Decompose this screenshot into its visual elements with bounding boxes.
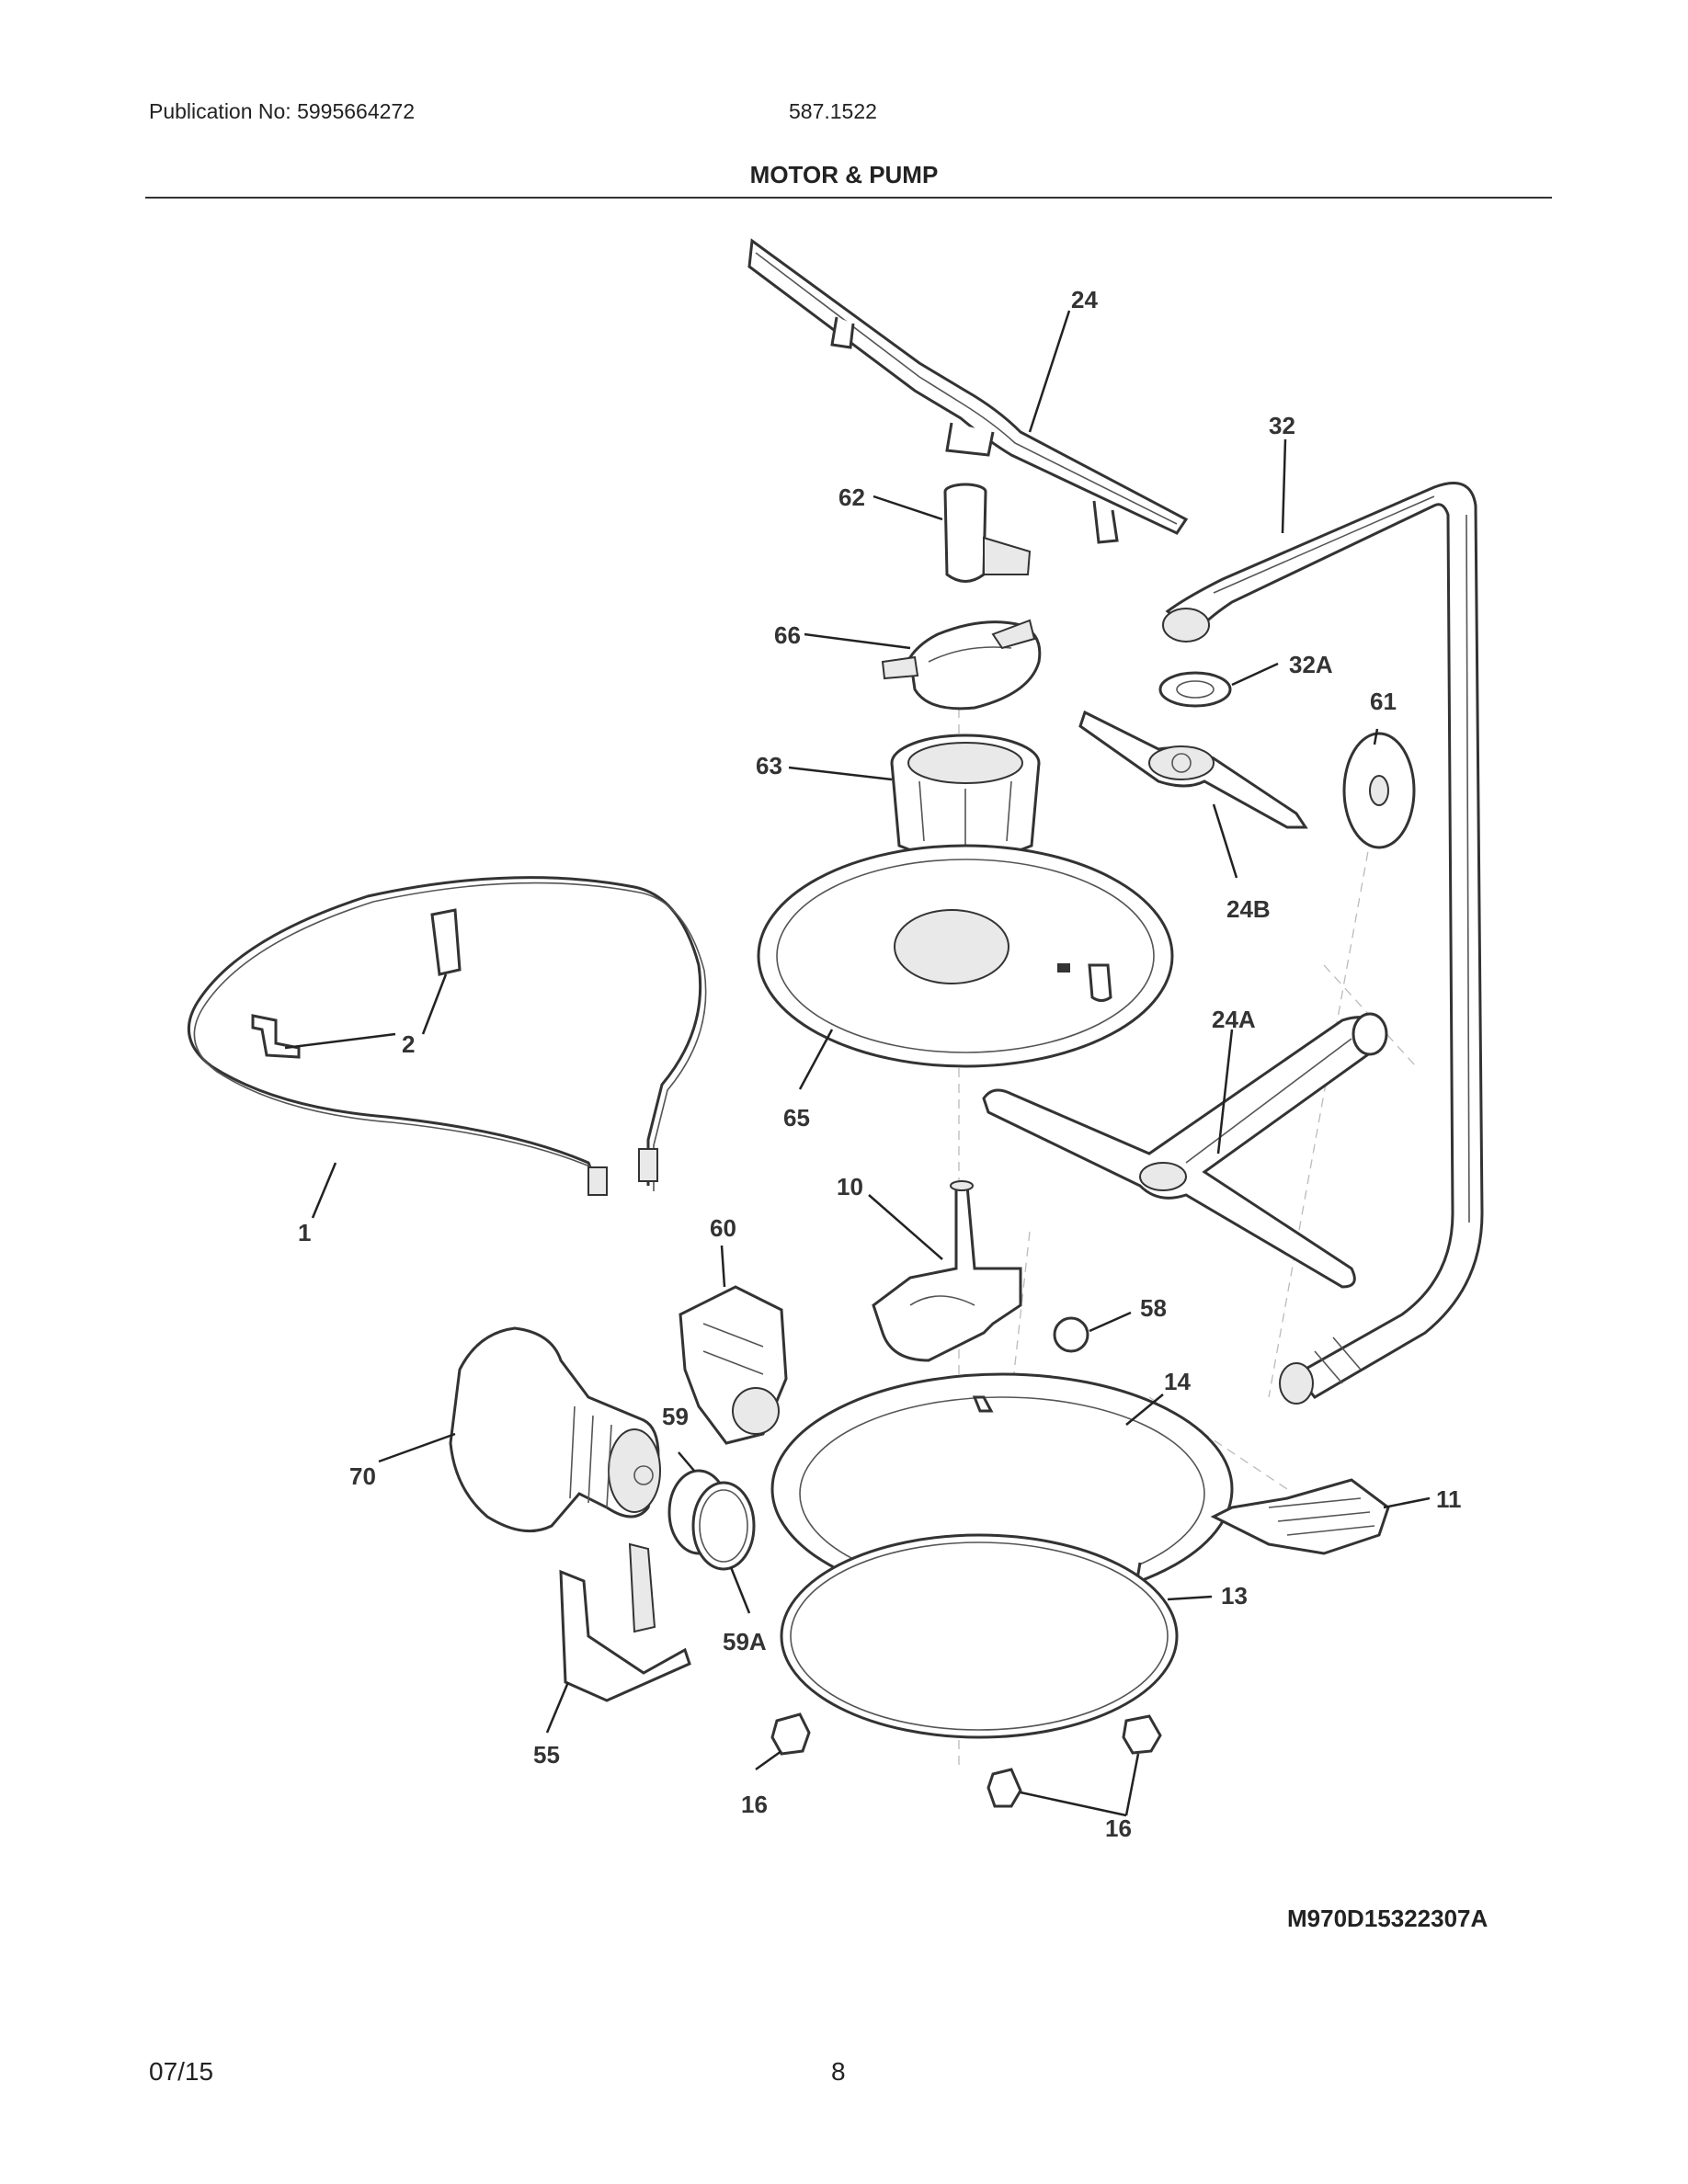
callout-1: 1: [298, 1219, 311, 1246]
part-66-spray-arm-support[interactable]: [881, 619, 1042, 711]
callout-65: 65: [783, 1104, 810, 1132]
header-divider: [145, 197, 1552, 199]
callout-61: 61: [1370, 688, 1397, 715]
callout-58: 58: [1140, 1294, 1167, 1322]
part-11-filter-screen[interactable]: [1210, 1478, 1390, 1555]
part-62-spray-arm-conduit[interactable]: [943, 483, 1032, 583]
callout-32a: 32A: [1289, 651, 1333, 678]
part-60-drain-pump[interactable]: [679, 1285, 788, 1445]
callout-24a: 24A: [1212, 1006, 1256, 1033]
part-32a-seal[interactable]: [1158, 671, 1232, 708]
callout-11: 11: [1436, 1485, 1462, 1513]
part-55-motor-bracket[interactable]: [559, 1542, 691, 1702]
callout-16-left: 16: [741, 1791, 768, 1818]
callout-62: 62: [838, 483, 865, 511]
part-32-feed-tube[interactable]: [1162, 482, 1484, 1405]
part-1-heating-element[interactable]: [187, 876, 707, 1196]
callout-55: 55: [533, 1741, 560, 1769]
footer-date: 07/15: [149, 2057, 214, 2086]
callout-16-right: 16: [1105, 1814, 1132, 1842]
part-59a-seal[interactable]: [691, 1481, 756, 1571]
callout-59: 59: [662, 1403, 689, 1430]
callout-13: 13: [1221, 1582, 1248, 1610]
part-16-nut-left[interactable]: [770, 1712, 811, 1756]
part-70-wash-motor[interactable]: [449, 1326, 661, 1533]
callout-labels: 24 32 62 66 32A 61 63 24B 24A 65 2 1 10 …: [298, 286, 1462, 1842]
part-13-sump-gasket[interactable]: [780, 1533, 1179, 1739]
callout-10: 10: [837, 1173, 863, 1200]
part-24a-lower-spray-arm[interactable]: [982, 1012, 1388, 1289]
callout-70: 70: [349, 1462, 376, 1490]
model-number: 587.1522: [789, 99, 877, 123]
part-24b-middle-spray-arm[interactable]: [1078, 710, 1308, 829]
part-65-filter-plate[interactable]: [757, 844, 1174, 1068]
callout-24: 24: [1071, 286, 1098, 313]
callout-63: 63: [756, 752, 782, 779]
callout-60: 60: [710, 1214, 736, 1242]
callout-66: 66: [774, 621, 801, 649]
callout-14: 14: [1164, 1368, 1191, 1395]
part-16-nut-right[interactable]: [1122, 1714, 1162, 1755]
part-24-upper-spray-arm[interactable]: [747, 238, 1189, 544]
callout-32: 32: [1269, 412, 1295, 439]
leader-lines: [284, 310, 1431, 1817]
page-number: 8: [831, 2057, 846, 2086]
callout-59a: 59A: [723, 1628, 767, 1655]
callout-24b: 24B: [1226, 895, 1271, 923]
part-16-nut-bottom[interactable]: [987, 1768, 1022, 1808]
part-58-ball[interactable]: [1053, 1316, 1089, 1353]
part-61-disk[interactable]: [1342, 732, 1416, 849]
diagram-code: M970D15322307A: [1287, 1905, 1488, 1932]
part-10-diverter-housing[interactable]: [872, 1180, 1022, 1362]
page-title: MOTOR & PUMP: [749, 161, 939, 188]
publication-number: Publication No: 5995664272: [149, 99, 416, 123]
callout-2: 2: [402, 1030, 415, 1058]
